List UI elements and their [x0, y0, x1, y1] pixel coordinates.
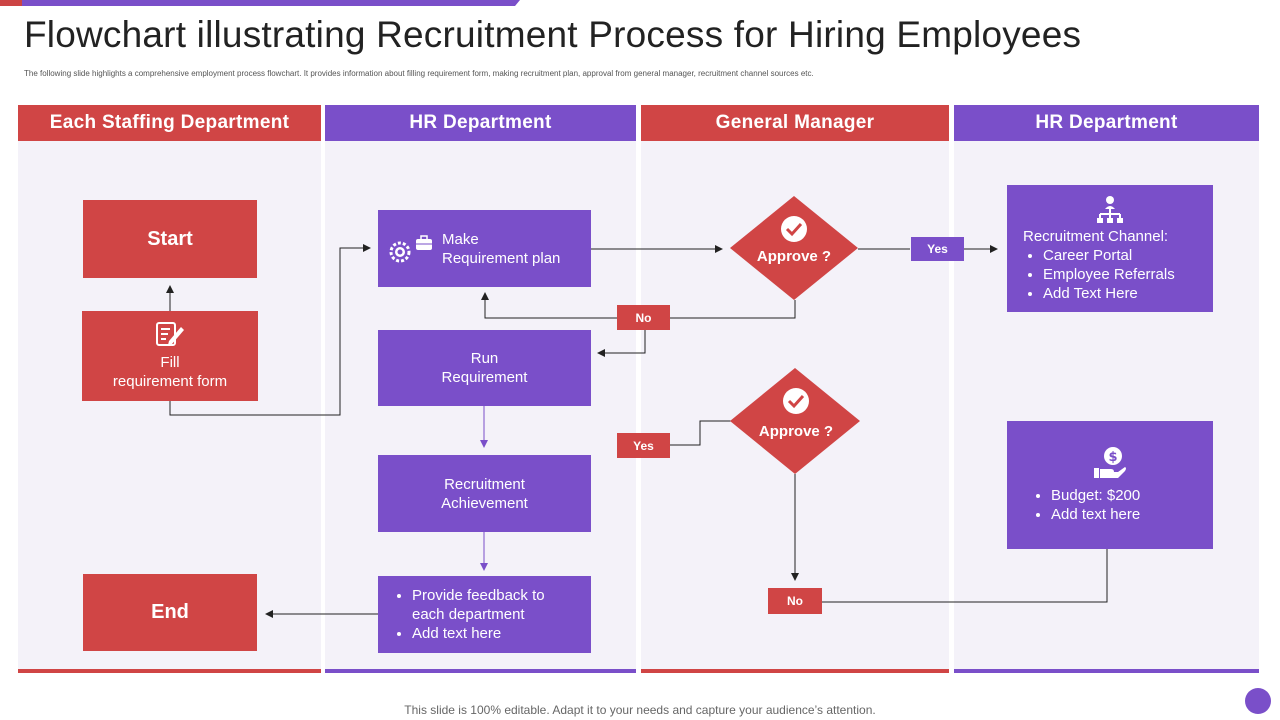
- footer-note: This slide is 100% editable. Adapt it to…: [404, 703, 876, 717]
- run-requirement-line1: Run: [470, 350, 499, 367]
- svg-text:$: $: [1108, 450, 1117, 465]
- approve-diamond-2: [730, 368, 860, 474]
- budget-item: Budget: $200: [1051, 486, 1140, 505]
- achievement-line2: Achievement: [441, 494, 528, 512]
- top-accent-purple: [22, 0, 520, 6]
- form-edit-icon: [156, 322, 184, 346]
- line-approve-to-no: [670, 300, 796, 319]
- page-subtitle: The following slide highlights a compreh…: [24, 69, 814, 78]
- channel-item: Employee Referrals: [1043, 265, 1175, 284]
- lane-2-footer-bar: [325, 669, 636, 673]
- money-hand-icon: $: [1094, 447, 1126, 478]
- line-yes2-to-approve2: [670, 420, 732, 446]
- end-node: End: [83, 574, 257, 651]
- arrow-no-to-plan: [481, 292, 617, 319]
- approve-label-2: Approve ?: [758, 423, 834, 440]
- achievement-node: Recruitment Achievement: [378, 455, 591, 532]
- yes-tag-1: Yes: [911, 237, 964, 261]
- make-plan-line2: Requirement plan: [442, 249, 561, 267]
- page-title: Flowchart illustrating Recruitment Proce…: [24, 14, 1082, 55]
- arrow-no-to-run: [597, 330, 646, 357]
- budget-node: $ Budget: $200 Add text here: [1007, 421, 1213, 549]
- lane-3-footer-bar: [641, 669, 949, 673]
- channel-heading: Recruitment Channel:: [1023, 227, 1169, 245]
- feedback-item: Provide feedback to each department: [412, 586, 572, 624]
- org-chart-icon: [1097, 195, 1123, 223]
- yes-tag-2: Yes: [617, 433, 670, 458]
- arrow-form-to-plan: [169, 244, 371, 416]
- feedback-node: Provide feedback to each department Add …: [378, 576, 591, 653]
- lane-header-staffing: Each Staffing Department: [18, 105, 321, 141]
- fill-form-line1: Fill: [160, 354, 180, 371]
- no-tag-2: No: [768, 588, 822, 614]
- line-no2-to-budget: [822, 549, 1108, 603]
- gear-briefcase-icon: [389, 234, 432, 262]
- approve-label-1: Approve ?: [756, 248, 832, 265]
- recruitment-channel-node: Recruitment Channel: Career Portal Emplo…: [1007, 185, 1213, 312]
- fill-form-node: Fill requirement form: [82, 311, 258, 401]
- lane-header-general-manager: General Manager: [641, 105, 949, 141]
- start-node: Start: [83, 200, 257, 278]
- channel-item: Career Portal: [1043, 246, 1175, 265]
- feedback-item: Add text here: [412, 624, 572, 643]
- make-plan-node: Make Requirement plan: [378, 210, 591, 287]
- no-tag-1: No: [617, 305, 670, 330]
- check-circle-icon: [781, 216, 807, 242]
- run-requirement-node: Run Requirement: [378, 330, 591, 406]
- fill-form-line2: requirement form: [112, 373, 228, 390]
- approve-diamond-1: [730, 196, 858, 300]
- top-accent-red: [0, 0, 22, 6]
- run-requirement-line2: Requirement: [441, 369, 528, 386]
- check-circle-icon: [783, 388, 809, 414]
- lane-header-hr-2: HR Department: [954, 105, 1259, 141]
- make-plan-line1: Make: [442, 230, 479, 248]
- lane-1-footer-bar: [18, 669, 321, 673]
- budget-item: Add text here: [1051, 505, 1140, 524]
- channel-item: Add Text Here: [1043, 284, 1175, 303]
- page-indicator-dot: [1245, 688, 1271, 714]
- lane-header-hr-1: HR Department: [325, 105, 636, 141]
- lane-4-footer-bar: [954, 669, 1259, 673]
- achievement-line1: Recruitment: [444, 475, 525, 493]
